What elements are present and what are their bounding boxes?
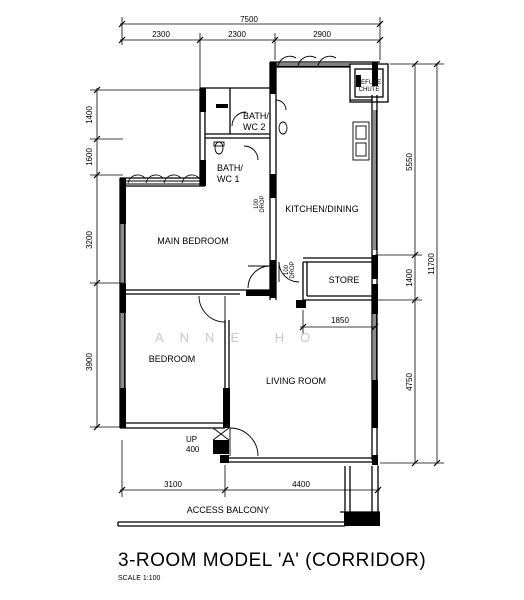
- note-drop-1a: 100: [254, 198, 260, 209]
- dim-right-2: 1400: [405, 269, 414, 287]
- label-store: STORE: [329, 275, 360, 285]
- note-up-1: UP: [186, 435, 197, 444]
- label-bath-wc2-2: WC 2: [243, 122, 266, 132]
- note-drop-2a: 100: [284, 264, 290, 275]
- dim-overall-height: 11700: [427, 253, 436, 275]
- label-refuse-chute-2: CHUTE: [359, 87, 380, 93]
- note-up-2: 400: [186, 445, 200, 454]
- dim-top-3: 2900: [313, 30, 331, 39]
- label-bath-wc1-2: WC 1: [217, 174, 240, 184]
- label-access-balcony: ACCESS BALCONY: [187, 505, 270, 515]
- watermark: ANNE HO: [155, 330, 326, 345]
- dim-bottom-2: 4400: [292, 480, 310, 489]
- windows: [121, 55, 377, 388]
- label-main-bedroom: MAIN BEDROOM: [157, 236, 229, 246]
- label-bath-wc1-1: BATH/: [217, 163, 243, 173]
- dim-top-2: 2300: [228, 30, 246, 39]
- dim-left-3: 3200: [85, 231, 94, 249]
- note-drop-1b: DROP: [260, 195, 266, 212]
- plan-title: 3-ROOM MODEL 'A' (CORRIDOR): [118, 550, 426, 571]
- dimension-lines: [90, 17, 444, 497]
- dim-store-width: 1850: [331, 316, 349, 325]
- label-bath-wc2-1: BATH/: [243, 111, 269, 121]
- label-bedroom: BEDROOM: [149, 354, 196, 364]
- dim-right-1: 5550: [405, 153, 414, 171]
- dim-total-width: 7500: [240, 15, 258, 24]
- dim-bottom-1: 3100: [164, 480, 182, 489]
- dim-left-1: 1400: [85, 106, 94, 124]
- label-kitchen-dining: KITCHEN/DINING: [285, 204, 359, 214]
- dim-left-4: 3900: [85, 353, 94, 371]
- label-living-room: LIVING ROOM: [266, 376, 326, 386]
- walls-solid: [120, 62, 380, 526]
- dim-top-1: 2300: [152, 30, 170, 39]
- note-drop-2b: DROP: [290, 261, 296, 278]
- plan-scale: SCALE 1:100: [118, 575, 161, 582]
- dim-left-2: 1600: [85, 148, 94, 166]
- doors: [198, 99, 370, 457]
- dim-right-3: 4750: [405, 373, 414, 391]
- label-refuse-chute-1: REFUSE: [357, 80, 381, 86]
